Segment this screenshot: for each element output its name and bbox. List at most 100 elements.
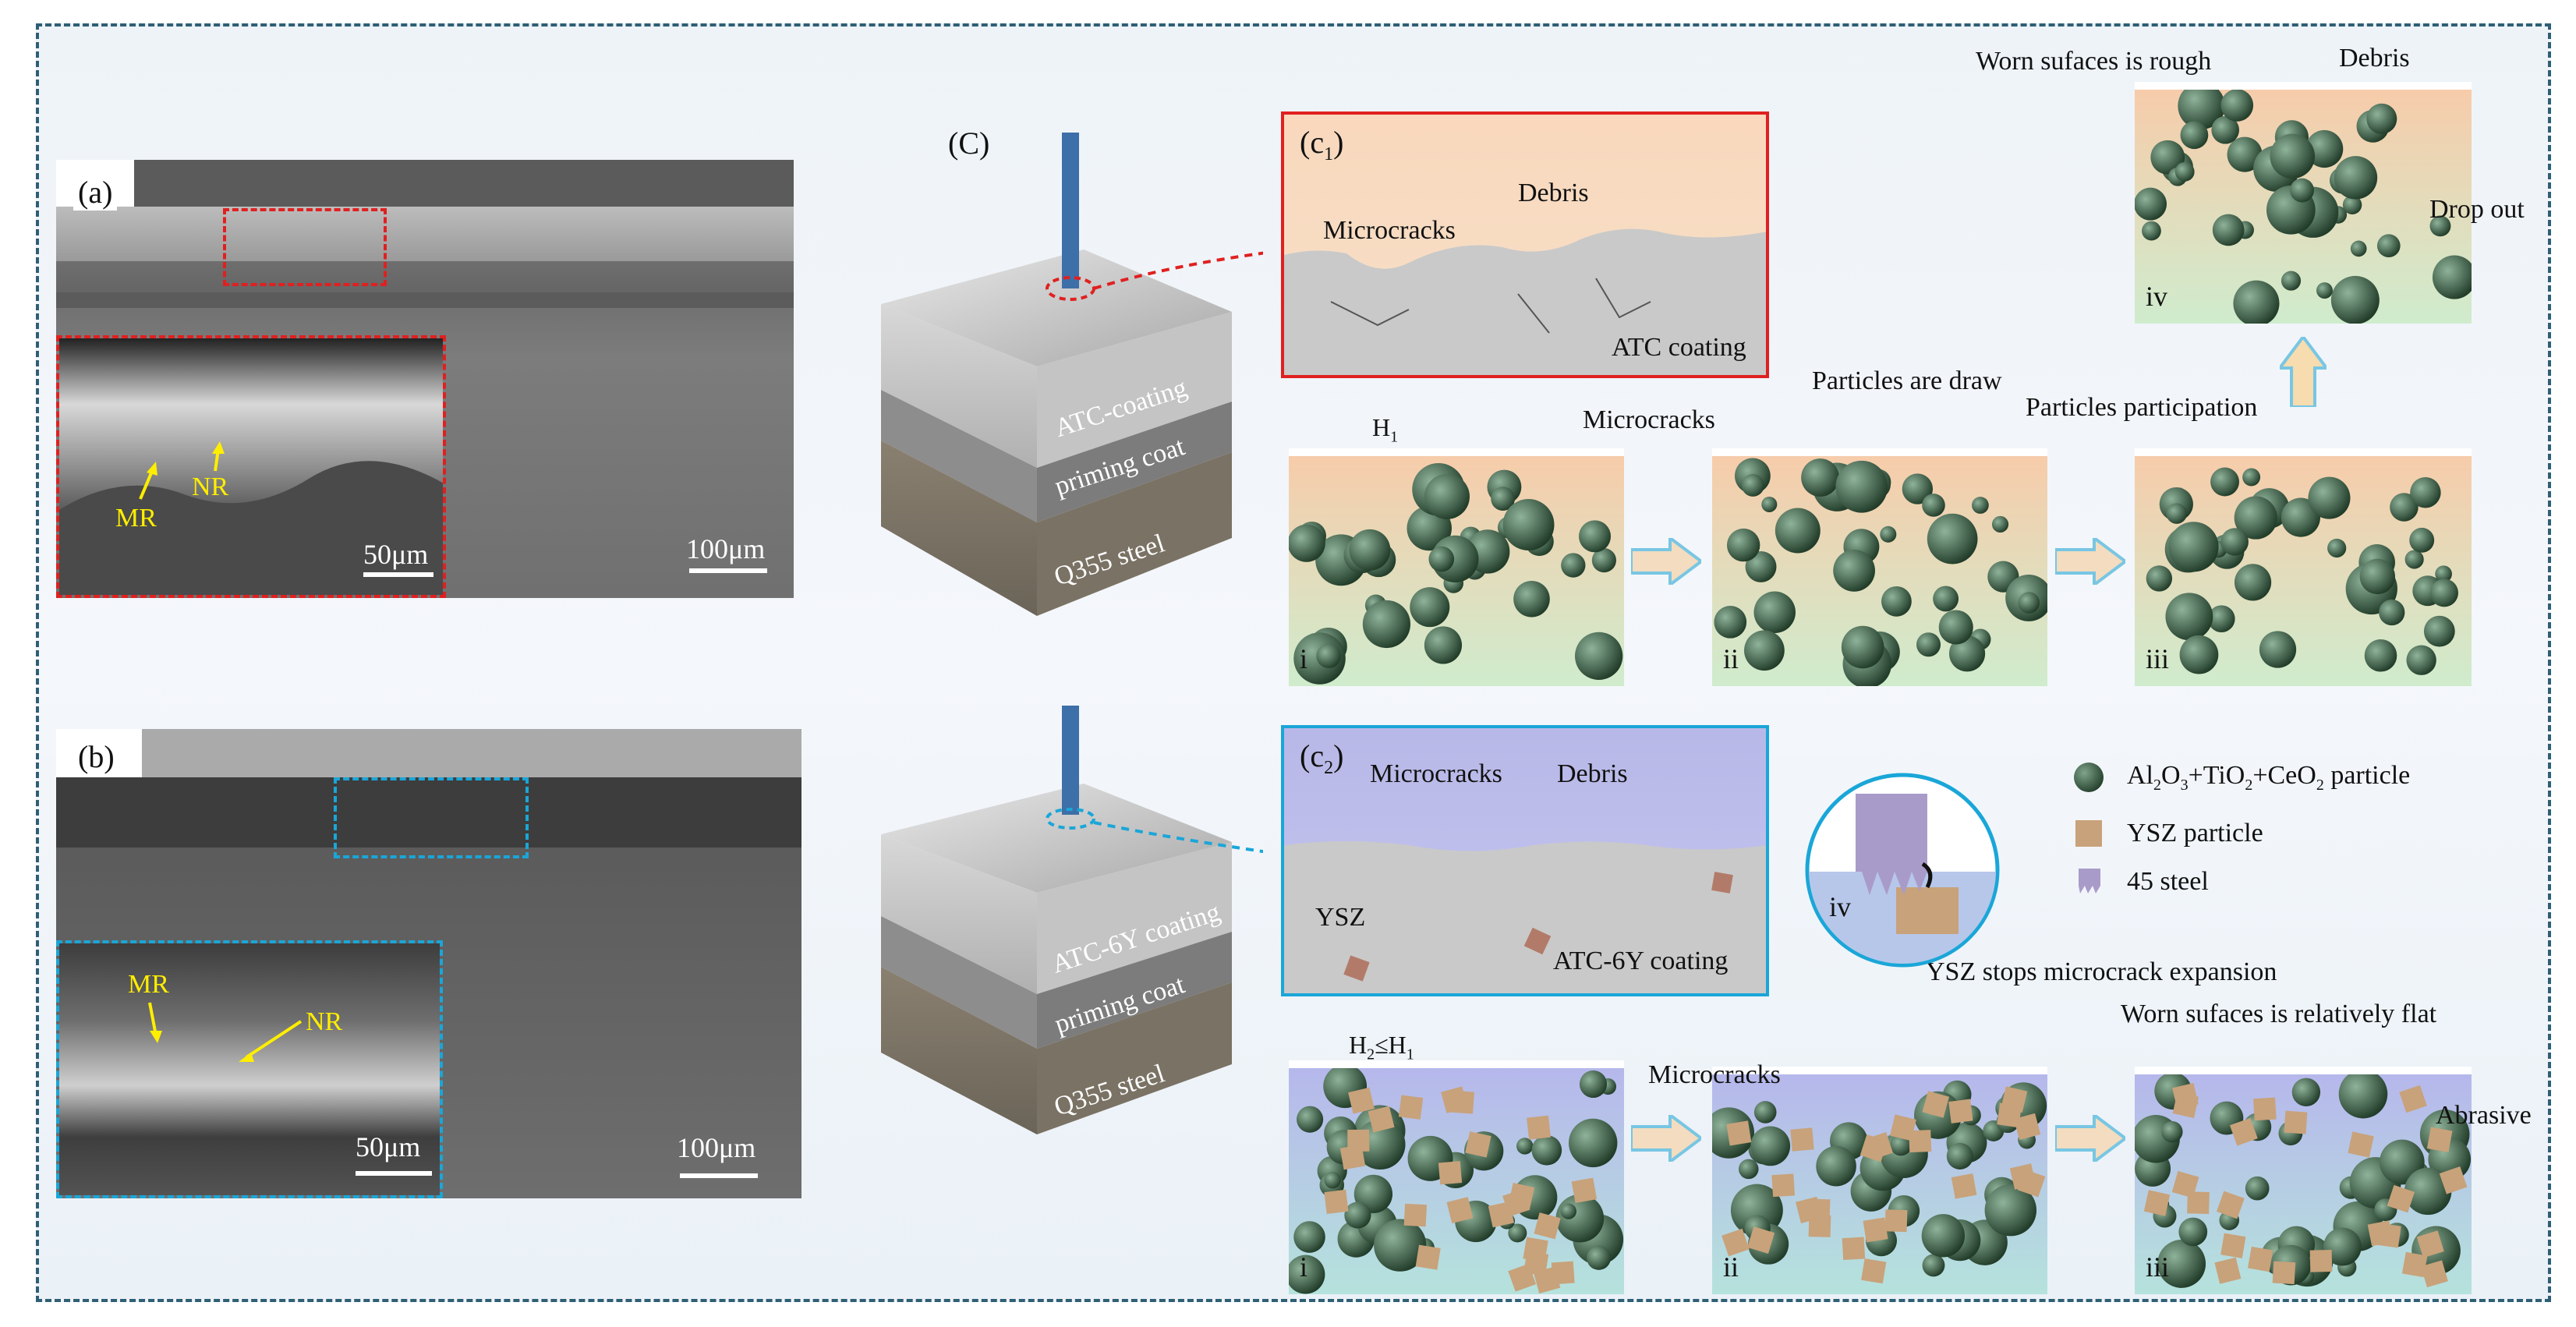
particle-sphere — [1374, 1219, 1427, 1272]
particle-sphere — [1933, 586, 1959, 612]
c2-ysz-label: YSZ — [1315, 903, 1366, 932]
particle-sphere — [1561, 553, 1586, 578]
flow-arrow-top-2 — [2055, 538, 2125, 585]
ysz-particle — [2013, 1113, 2041, 1141]
particle-sphere — [1508, 1223, 1527, 1243]
particle-sphere — [2165, 593, 2213, 641]
ysz-particle — [2284, 1110, 2308, 1134]
particle-sphere — [1344, 1201, 1371, 1229]
particle-sphere — [2168, 522, 2219, 572]
sem-b-inset-nr: NR — [306, 1007, 343, 1036]
particle-sphere — [1739, 1159, 1759, 1180]
ysz-particle — [2309, 1249, 2333, 1272]
particle-sphere — [1531, 1134, 1562, 1166]
particle-sphere — [1984, 1184, 2037, 1237]
particle-sphere — [1902, 473, 1934, 504]
top-microcracks-label: Microcracks — [1583, 405, 1715, 434]
particle-sphere — [2330, 275, 2380, 324]
particle-sphere — [2227, 136, 2263, 172]
particle-sphere — [1948, 635, 1986, 672]
ysz-particle — [2426, 1127, 2453, 1153]
particle-sphere — [1775, 508, 1821, 554]
bottom-ysz-stops-label: YSZ stops microcrack expansion — [1926, 957, 2277, 986]
particle-sphere — [1362, 600, 1411, 649]
particle-sphere — [2281, 497, 2320, 537]
particle-sphere — [2291, 1078, 2321, 1106]
particle-sphere — [1835, 460, 1888, 513]
block-bottom — [881, 706, 1263, 1134]
particle-sphere — [2390, 493, 2419, 522]
particle-sphere — [1753, 1101, 1777, 1124]
particle-sphere — [2135, 187, 2167, 221]
particle-sphere — [2432, 255, 2472, 299]
bottom-h-label: H2≤H1 — [1349, 1031, 1414, 1063]
sem-a-scale-bar — [689, 568, 767, 573]
ysz-particle — [1347, 1129, 1370, 1152]
ysz-particle — [1884, 1209, 1908, 1233]
c1-coating-label: ATC coating — [1612, 333, 1746, 362]
particle-sphere — [2342, 195, 2362, 214]
particle-sphere — [1922, 494, 1945, 517]
ysz-particle — [1551, 1261, 1575, 1285]
green-sphere-icon — [2074, 763, 2104, 792]
bottom-stage-i-label: i — [1300, 1251, 1308, 1283]
particle-sphere — [1881, 586, 1912, 617]
panel-c1: (c1) Microcracks Debris ATC coating — [1281, 111, 1769, 378]
sem-a-inset-mr: MR — [115, 504, 157, 533]
ysz-particle — [1796, 1196, 1823, 1223]
sem-b-highlight-box — [334, 777, 529, 858]
particle-sphere — [2359, 558, 2395, 595]
sem-a-inset-scale-bar — [363, 572, 433, 577]
ysz-particle — [1922, 1091, 1950, 1118]
ysz-particle — [1441, 1086, 1468, 1113]
ysz-particle — [1534, 1212, 1561, 1240]
particle-sphere — [1502, 499, 1555, 550]
particle-sphere — [1513, 580, 1550, 617]
particle-sphere — [1972, 497, 1989, 514]
sem-b-inset: MR NR 50μm — [56, 940, 443, 1198]
particle-sphere — [1428, 546, 1455, 572]
sem-b-inset-scale-bar — [356, 1171, 432, 1176]
particle-sphere — [2245, 1176, 2270, 1201]
bottom-stage-iii — [2135, 1067, 2472, 1294]
ysz-particle — [2248, 1246, 2273, 1272]
ysz-particle — [1403, 1203, 1428, 1227]
particle-sphere — [2423, 615, 2455, 647]
top-stage-i — [1289, 448, 1624, 686]
ysz-particle — [1861, 1258, 1887, 1284]
particle-sphere — [2180, 121, 2209, 150]
particle-sphere — [1491, 487, 1515, 511]
ysz-particle — [1948, 1099, 1973, 1124]
ysz-particle — [1771, 1173, 1796, 1198]
particle-sphere — [1289, 1254, 1325, 1294]
ysz-particle — [2399, 1085, 2427, 1113]
ysz-particle — [2216, 1191, 2245, 1219]
particle-sphere — [1880, 525, 1897, 543]
ysz-particle — [1348, 1087, 1375, 1114]
particle-sphere — [1316, 643, 1341, 668]
particle-sphere — [2220, 528, 2249, 556]
ysz-particle — [1571, 1177, 1598, 1204]
particle-sphere — [1753, 591, 1796, 634]
sem-b-label: (b) — [73, 738, 119, 775]
ysz-particle — [2229, 1117, 2258, 1146]
particle-sphere — [1560, 1203, 1577, 1219]
particle-sphere — [2161, 1121, 2183, 1143]
particle-sphere — [2327, 538, 2347, 558]
particle-sphere — [1921, 1214, 1966, 1258]
particle-sphere — [1289, 524, 1325, 562]
ysz-particle — [1415, 1244, 1441, 1270]
sem-b-inset-arrows — [148, 1002, 303, 1062]
ysz-particle — [2421, 1260, 2448, 1288]
particle-sphere — [2429, 215, 2451, 237]
particle-sphere — [1516, 1138, 1534, 1155]
sem-b-inset-scale-label: 50μm — [356, 1131, 421, 1162]
legend-item-0-label: Al2O3+TiO2+CeO2 particle — [2127, 761, 2411, 794]
c2-coating-label: ATC-6Y coating — [1553, 947, 1729, 975]
particle-sphere — [2150, 140, 2185, 175]
particle-sphere — [2233, 280, 2280, 324]
ysz-particle — [1398, 1095, 1424, 1120]
top-stage-iv — [2135, 82, 2472, 324]
ysz-particle — [1951, 1173, 1977, 1199]
particle-sphere — [2142, 221, 2161, 241]
